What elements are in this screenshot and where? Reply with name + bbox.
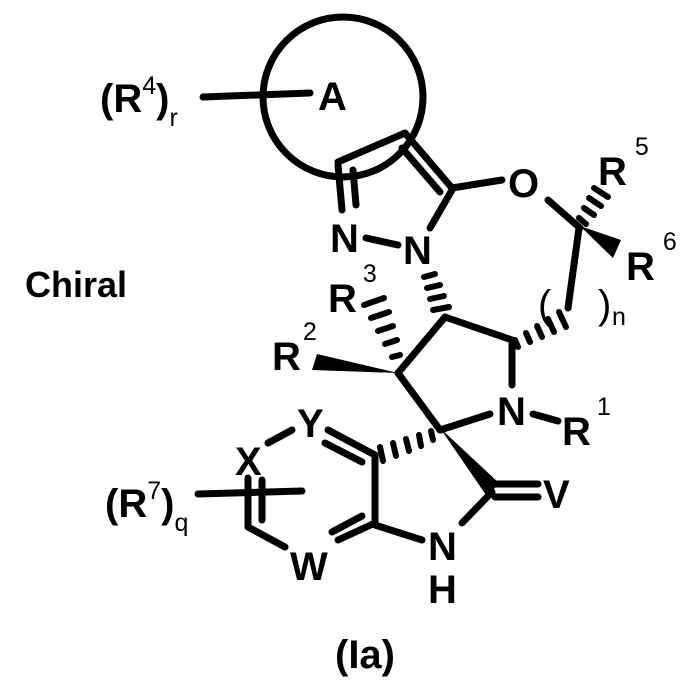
bond-cv-nh xyxy=(458,488,496,527)
bond-y-c3a xyxy=(324,426,379,459)
bond-c3a-c7a xyxy=(334,129,409,166)
bond-c3a-n2 xyxy=(334,161,346,214)
bond-o-cq xyxy=(544,196,584,232)
chiral-label: Chiral xyxy=(25,264,127,305)
bond-c4-c5 xyxy=(441,313,516,344)
bond-c4-c3 xyxy=(394,313,449,377)
bond-c7a-nh xyxy=(371,521,426,544)
cspiro-c3a-hashed-bond xyxy=(377,428,436,464)
r1-label: R1 xyxy=(562,393,611,454)
bond-c-o-o xyxy=(448,176,506,192)
r3-hashed-wedge xyxy=(361,295,403,360)
r7-label: (R7)q xyxy=(105,477,188,537)
atom-o: O xyxy=(508,162,539,206)
bond-x-y xyxy=(264,426,296,447)
bond-c7a-c-o xyxy=(401,129,456,192)
r6-label: R6 xyxy=(626,228,677,289)
r4-bond xyxy=(199,89,314,101)
bond-c7a-c-o-double xyxy=(398,144,444,196)
r2-label: R2 xyxy=(272,318,317,379)
ring-a-label: A xyxy=(318,75,347,119)
bond-y-c3a-double xyxy=(321,439,366,466)
r6-solid-wedge xyxy=(580,226,621,258)
bond-c3a-n2-double xyxy=(349,166,360,209)
atom-n2: N xyxy=(330,217,359,261)
bond-c3-cspiro xyxy=(394,369,444,434)
r5-hashed-wedge xyxy=(576,185,611,227)
bond-w-c7a-double xyxy=(328,512,366,536)
bond-c-w xyxy=(244,523,289,551)
atom-v: V xyxy=(543,473,570,517)
compound-label: (Ia) xyxy=(335,633,395,677)
r3-label: R3 xyxy=(328,260,377,321)
n-bracket-close: ) xyxy=(598,283,611,327)
r4-label: (R4)r xyxy=(100,72,178,132)
atom-n-indole: N xyxy=(428,525,457,569)
r2-solid-wedge xyxy=(312,354,398,373)
bond-n2-n1 xyxy=(362,234,402,249)
bond-w-c7a xyxy=(334,519,379,544)
cspiro-cv-solid-wedge xyxy=(440,428,500,495)
bond-n-r1 xyxy=(529,410,562,425)
r5-label: R5 xyxy=(598,133,649,194)
atom-w: W xyxy=(290,545,328,589)
atom-n1: N xyxy=(403,229,432,273)
bond-c-o-n1 xyxy=(426,186,456,232)
bond-cq-ch2 xyxy=(564,224,583,312)
n-subscript: n xyxy=(612,303,626,331)
atom-h-indole: H xyxy=(428,568,457,612)
atom-y: Y xyxy=(297,402,324,446)
atom-n-pyrrolidine: N xyxy=(497,390,526,434)
r7-bond xyxy=(194,487,306,498)
n-bracket-open: ( xyxy=(538,283,552,327)
bond-cspiro-n xyxy=(436,410,494,434)
n1-c4-hashed-bond xyxy=(421,271,452,313)
